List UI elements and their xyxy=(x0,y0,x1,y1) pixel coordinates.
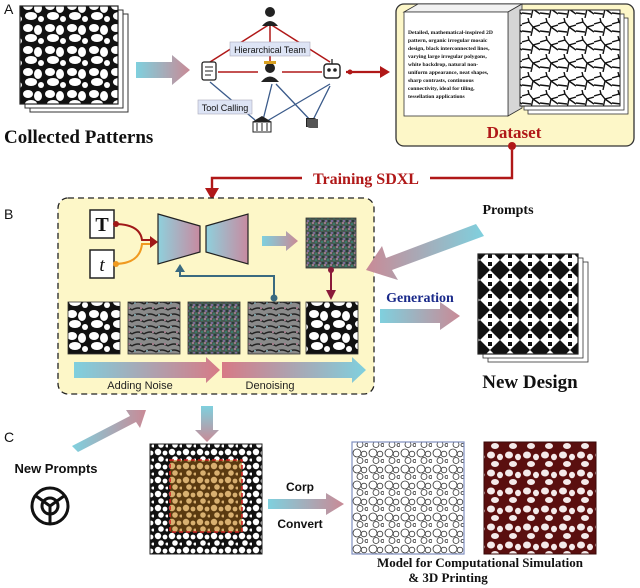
caption-line-1: Model for Computational Simulation xyxy=(377,555,584,570)
new-prompts-label: New Prompts xyxy=(14,461,97,476)
dataset-description-line: sharp contrasts, continuous xyxy=(408,78,475,84)
strip-image-denoising xyxy=(247,301,301,355)
new-prompts-arrow xyxy=(72,410,146,452)
prompts-label: Prompts xyxy=(482,203,534,218)
convert-arrow xyxy=(268,493,344,515)
tool-building-icon xyxy=(252,116,272,133)
training-sdxl-label: Training SDXL xyxy=(313,171,419,188)
dataset-description-line: uniform appearance, neat shapes, xyxy=(408,70,489,76)
time-embed-arrow xyxy=(113,243,152,265)
manager-agent-icon xyxy=(262,7,278,26)
panel-label-c: C xyxy=(4,429,14,445)
collected-patterns-label: Collected Patterns xyxy=(4,127,153,148)
simulation-model-image xyxy=(351,441,465,555)
arrow-to-agents xyxy=(136,55,190,85)
panel-label-a: A xyxy=(4,1,14,17)
dataset-description-line: connectivity, ideal for tiling, xyxy=(408,86,475,92)
adding-noise-label: Adding Noise xyxy=(107,380,172,392)
robot-agent-icon xyxy=(323,59,341,79)
new-design-label: New Design xyxy=(482,372,578,393)
prompts-arrow xyxy=(366,224,484,280)
unet-encoder xyxy=(157,213,201,265)
adding-noise-arrow xyxy=(74,357,220,383)
new-design-image xyxy=(477,253,579,355)
dataset-description-line: Detailed, mathematical-inspired 2D xyxy=(408,30,493,36)
arrow-down-to-c xyxy=(195,406,219,442)
strip-image-clean xyxy=(67,301,121,355)
3d-print-image xyxy=(483,441,597,555)
dataset-description-line: varying large irregular polygons, xyxy=(408,54,487,60)
feedback-arrow xyxy=(179,270,275,300)
tool-calling-label: Tool Calling xyxy=(202,103,249,113)
dataset-description-line: white backdrop, natural non- xyxy=(408,62,478,68)
unet-decoder xyxy=(205,213,249,265)
strip-image-pure-noise xyxy=(187,301,241,355)
collected-patterns-stack xyxy=(19,5,129,113)
writer-agent-icon xyxy=(201,61,217,81)
crop-region xyxy=(169,459,243,533)
denoising-arrow xyxy=(222,357,366,383)
convert-label: Convert xyxy=(277,517,322,531)
hierarchical-team-label: Hierarchical Team xyxy=(234,45,306,55)
dataset-pattern-image xyxy=(519,9,621,107)
dataset-text-card xyxy=(403,11,509,117)
text-token-box xyxy=(89,209,115,239)
denoising-label: Denoising xyxy=(246,380,295,392)
generation-label: Generation xyxy=(386,291,454,306)
dataset-description: Detailed, mathematical-inspired 2D patter… xyxy=(408,30,493,100)
strip-image-noisy xyxy=(127,301,181,355)
dataset-panel: Detailed, mathematical-inspired 2D patter… xyxy=(395,3,635,147)
text-token-label: T xyxy=(95,214,109,236)
generation-arrow xyxy=(380,302,460,330)
caption-line-2: & 3D Printing xyxy=(408,570,488,585)
new-design-stack xyxy=(477,253,589,363)
python-icon xyxy=(306,118,318,128)
dataset-description-line: design, black interconnected lines, xyxy=(408,46,490,52)
corp-label: Corp xyxy=(286,480,314,494)
engineer-agent-icon xyxy=(261,61,279,82)
timestep-token-label: t xyxy=(99,255,105,276)
timestep-token-box xyxy=(89,249,115,279)
predicted-noise-image xyxy=(305,217,357,269)
diffusion-strip xyxy=(67,301,359,355)
openai-logo-icon xyxy=(30,486,70,526)
text-embed-arrow xyxy=(113,223,152,241)
arrow-to-predicted-noise xyxy=(262,231,298,251)
dataset-description-line: tessellation applications xyxy=(408,94,466,100)
dataset-label: Dataset xyxy=(487,123,542,142)
dataset-description-line: pattern, organic irregular mosaic xyxy=(408,38,488,44)
panel-label-b: B xyxy=(4,206,13,222)
pattern-image xyxy=(19,5,119,105)
agent-team-graph: Hierarchical Team Tool Calling xyxy=(197,7,341,133)
strip-image-denoised xyxy=(305,301,359,355)
